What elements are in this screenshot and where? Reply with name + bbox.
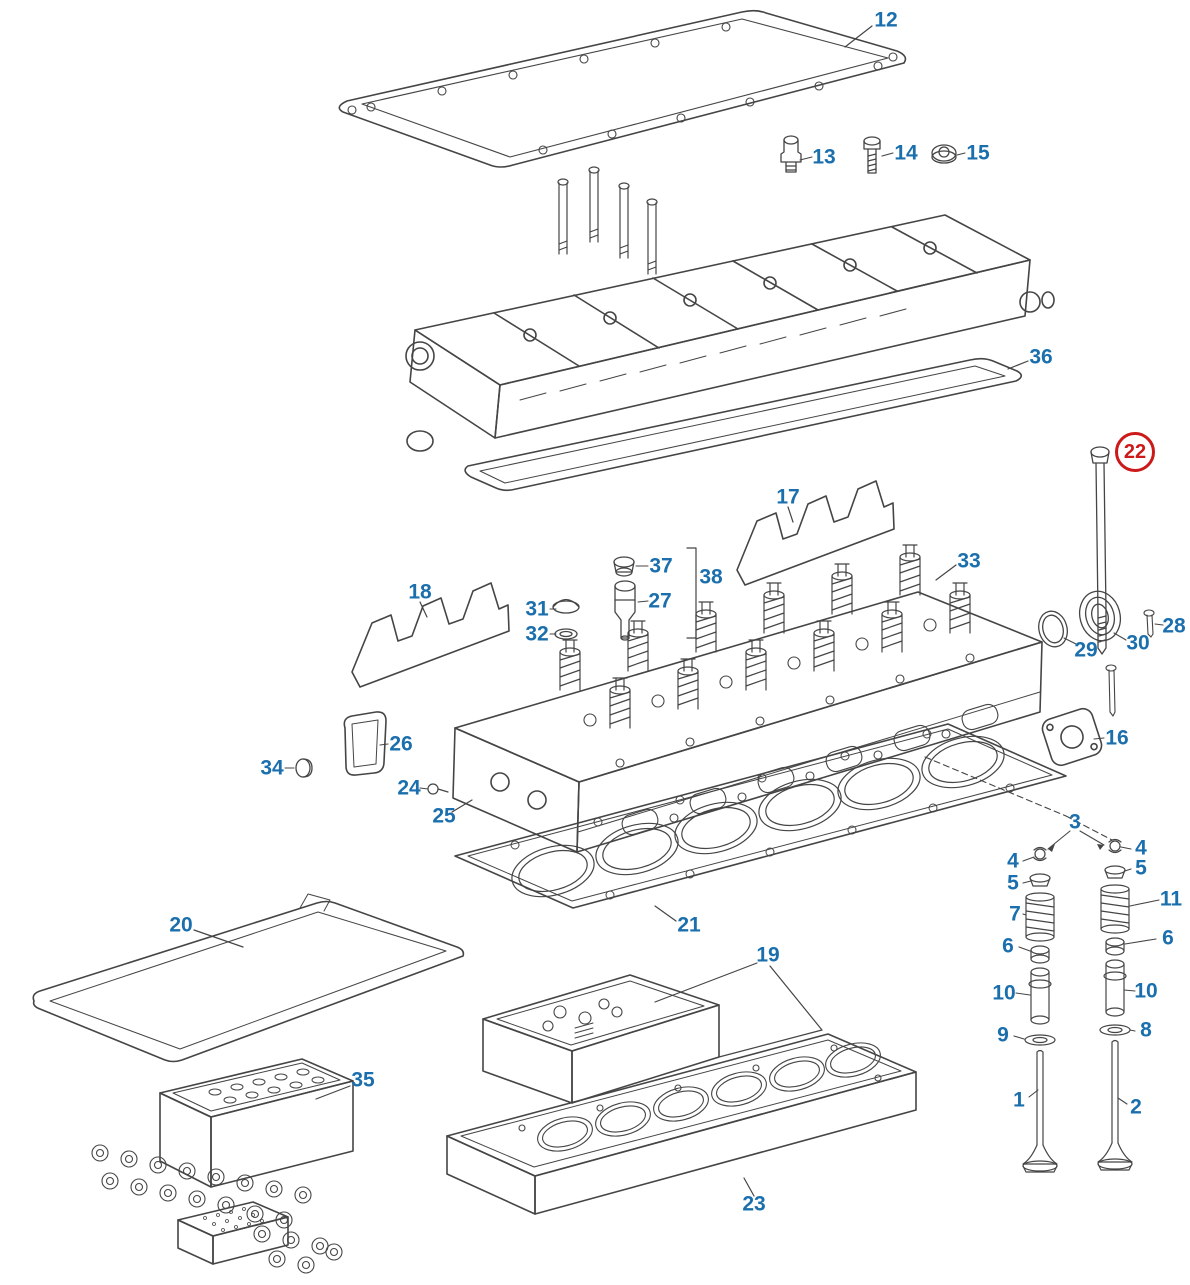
callout-6[interactable]: 6 [1162,926,1174,950]
callout-5[interactable]: 5 [1135,856,1147,880]
part-rocker-assembly [405,166,1055,452]
part-housing-gasket-36 [464,357,1029,492]
callout-28[interactable]: 28 [1162,614,1186,638]
part-shield-18 [351,582,510,688]
part-injector-sleeve-27 [614,580,636,641]
part-valve-stack-left [1013,846,1058,1173]
callout-1[interactable]: 1 [1013,1088,1025,1112]
callout-31[interactable]: 31 [525,597,549,621]
part-gasket-26 [343,711,387,776]
part-head-gasket [454,723,1067,922]
callout-19[interactable]: 19 [756,943,780,967]
callout-16[interactable]: 16 [1105,726,1129,750]
callout-25[interactable]: 25 [432,804,456,828]
callout-15[interactable]: 15 [966,141,990,165]
callout-21[interactable]: 21 [677,913,701,937]
callout-3[interactable]: 3 [1069,810,1081,834]
callout-29[interactable]: 29 [1074,638,1098,662]
callout-24[interactable]: 24 [397,776,421,800]
callout-4[interactable]: 4 [1135,836,1147,860]
callout-18[interactable]: 18 [408,580,432,604]
callout-17[interactable]: 17 [776,485,800,509]
callout-10[interactable]: 10 [1134,979,1158,1003]
part-kit-23 [446,1033,917,1215]
callout-11[interactable]: 11 [1159,887,1183,911]
callout-4[interactable]: 4 [1007,849,1019,873]
callout-36[interactable]: 36 [1029,345,1053,369]
callout-6[interactable]: 6 [1002,934,1014,958]
bracket-38 [686,547,697,639]
callout-13[interactable]: 13 [812,145,836,169]
callout-20[interactable]: 20 [169,913,193,937]
callout-37[interactable]: 37 [649,554,673,578]
part-kit-35 [91,1058,354,1274]
callout-10[interactable]: 10 [992,981,1016,1005]
callout-33[interactable]: 33 [957,549,981,573]
callout-22[interactable]: 22 [1115,432,1155,472]
part-cylinder-head [451,544,1043,853]
callout-35[interactable]: 35 [351,1068,375,1092]
callout-32[interactable]: 32 [525,622,549,646]
part-seal-30 [1078,590,1122,642]
callout-9[interactable]: 9 [997,1023,1009,1047]
callout-23[interactable]: 23 [742,1192,766,1216]
callout-30[interactable]: 30 [1126,631,1150,655]
callout-12[interactable]: 12 [874,8,898,32]
callout-26[interactable]: 26 [389,732,413,756]
part-sensor-13 [780,135,802,173]
callout-27[interactable]: 27 [648,589,672,613]
part-shield-17 [736,480,895,586]
callout-5[interactable]: 5 [1007,871,1019,895]
part-plug-15 [931,144,957,164]
callout-34[interactable]: 34 [260,756,284,780]
part-gasket-16 [1041,707,1103,767]
part-small-bolt [1105,664,1117,717]
part-valve-cover-gasket [338,9,907,168]
part-bolt-14 [863,136,881,174]
part-bolt-28 [1143,609,1155,638]
part-cover-gasket-20 [32,893,465,1063]
part-valve-stack-right [1097,838,1160,1171]
part-kit-19 [482,962,823,1104]
callout-14[interactable]: 14 [894,141,918,165]
callout-2[interactable]: 2 [1130,1095,1142,1119]
part-cap-37 [613,556,635,577]
callout-38[interactable]: 38 [699,565,723,589]
callout-7[interactable]: 7 [1009,902,1021,926]
part-cap-31 [552,598,580,614]
part-plug-34 [295,758,313,778]
part-head-bolt-22 [1090,446,1110,655]
callout-8[interactable]: 8 [1140,1018,1152,1042]
leader-3 [1047,830,1105,852]
part-oring-29 [1038,610,1068,648]
